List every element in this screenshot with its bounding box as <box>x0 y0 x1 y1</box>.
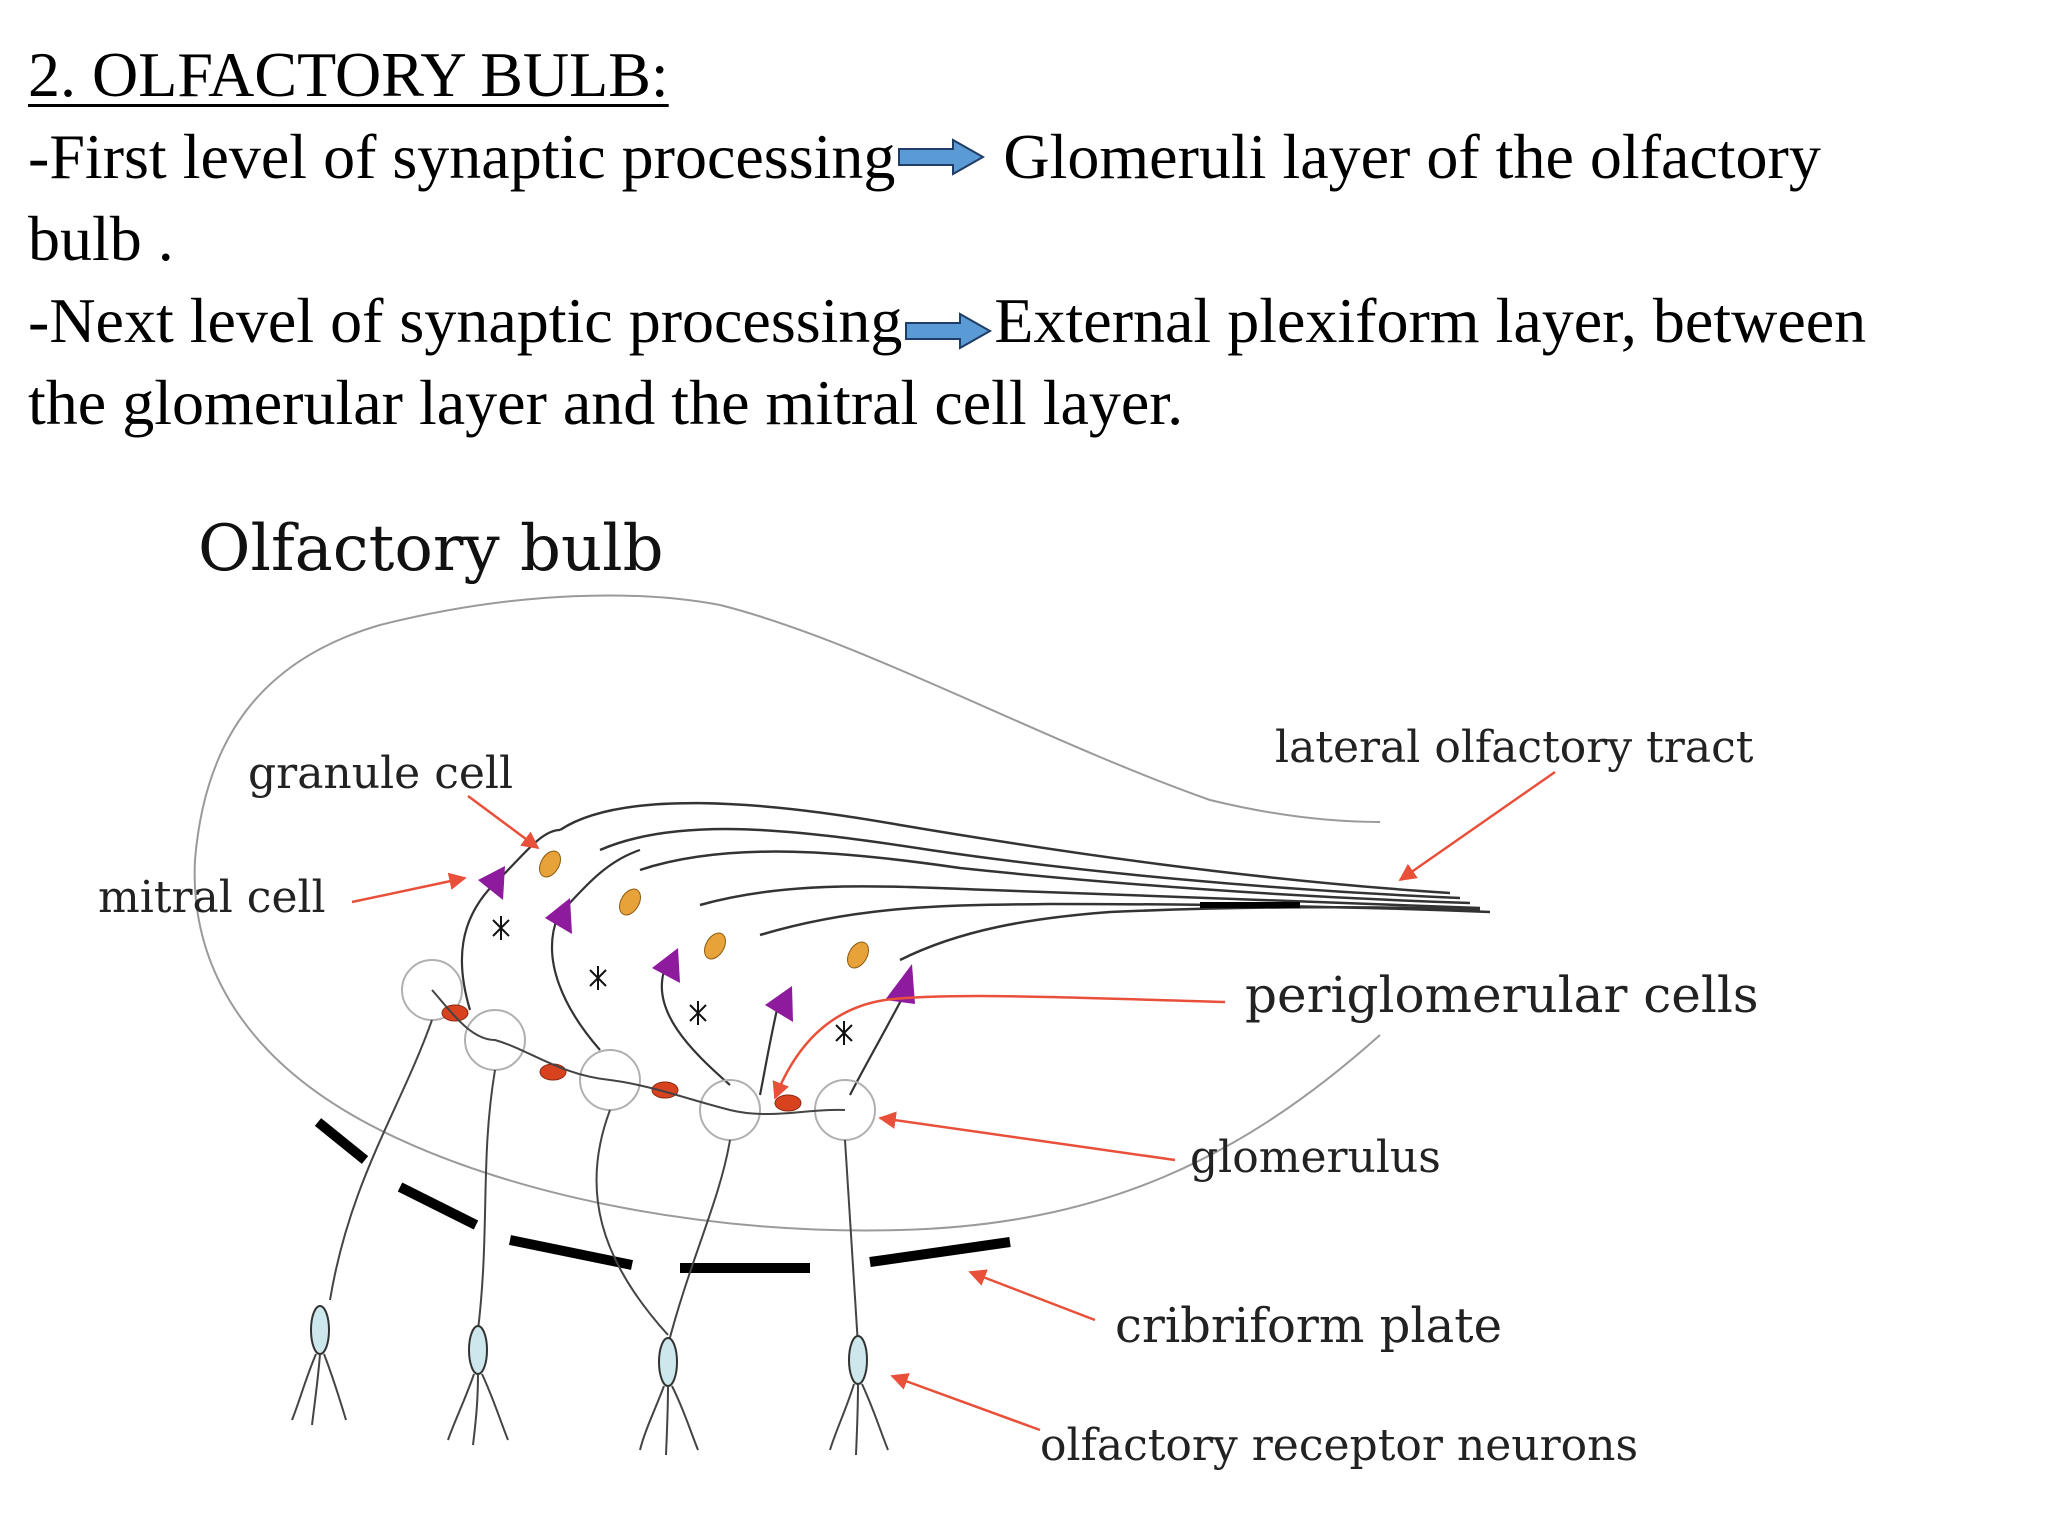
mitral-cell-body <box>545 898 572 934</box>
periglomerular-cells <box>441 1004 802 1112</box>
label-glomerulus: glomerulus <box>1190 1132 1441 1183</box>
glomerulus-circle <box>401 959 463 1021</box>
lateral-tract-arrow <box>1398 770 1556 882</box>
right-arrow-icon <box>905 312 993 351</box>
first-level-text: -First level of synaptic processing <box>28 121 896 192</box>
text-block: 2. OLFACTORY BULB: -First level of synap… <box>28 34 2028 444</box>
line-first-level: -First level of synaptic processing Glom… <box>28 116 2028 198</box>
granule-cell-body <box>539 850 561 878</box>
label-mitral-cell: mitral cell <box>98 872 326 923</box>
line-next-level: -Next level of synaptic processing Extern… <box>28 280 2028 362</box>
mitral-cell-body <box>652 948 680 983</box>
glomerulus-circle <box>579 1049 641 1111</box>
granule-cell-body <box>704 932 726 960</box>
cribriform-arrow <box>968 1269 1096 1322</box>
receptor-neuron-body <box>468 1325 488 1375</box>
right-arrow-icon <box>898 138 986 177</box>
diagram-title: Olfactory bulb <box>198 512 664 586</box>
glomeruli-layer-text: Glomeruli layer of the olfactory <box>987 121 1821 192</box>
receptor-neuron-body <box>658 1337 678 1387</box>
section-heading: 2. OLFACTORY BULB: <box>28 39 669 110</box>
granule-cells <box>539 850 869 969</box>
receptor-neuron-body <box>310 1305 330 1355</box>
line-bulb: bulb . <box>28 203 174 274</box>
glomerulus-circle <box>464 1009 526 1071</box>
mitral-cell-body <box>478 866 505 900</box>
granule-cell-body <box>619 888 641 916</box>
mitral-cell-body <box>885 964 915 1004</box>
cribriform-plate <box>314 1118 1011 1273</box>
label-lateral-olfactory-tract: lateral olfactory tract <box>1275 722 1754 773</box>
glomerulus-circle <box>699 1079 761 1141</box>
line-glomerular-mitral: the glomerular layer and the mitral cell… <box>28 367 1184 438</box>
external-plexiform-text: External plexiform layer, between <box>994 285 1867 356</box>
bulb-outline <box>193 594 1381 1232</box>
granule-cell-arrow <box>467 794 540 850</box>
periglomerular-arrow <box>772 994 1226 1100</box>
periglomerular-cell <box>539 1063 567 1081</box>
receptor-axons <box>329 1019 859 1346</box>
label-periglomerular-cells: periglomerular cells <box>1245 966 1759 1024</box>
mitral-cell-dendrites <box>460 828 906 1096</box>
periglomerular-cell <box>441 1004 469 1022</box>
next-level-text: -Next level of synaptic processing <box>28 285 903 356</box>
glomerulus-arrow <box>878 1111 1176 1162</box>
label-granule-cell: granule cell <box>248 748 513 799</box>
label-olfactory-receptor-neurons: olfactory receptor neurons <box>1040 1420 1638 1471</box>
lateral-olfactory-tract-fibers <box>559 801 1491 962</box>
receptor-neurons <box>310 1305 868 1387</box>
receptor-neuron-body <box>848 1335 868 1385</box>
synapse-marks <box>492 916 853 1045</box>
receptor-arrow <box>890 1373 1041 1432</box>
glomeruli <box>401 959 876 1141</box>
glomerulus-circle <box>814 1079 876 1141</box>
granule-cell-body <box>847 941 869 969</box>
periglomerular-cell <box>651 1081 679 1099</box>
periglomerular-chain <box>431 989 846 1116</box>
mitral-cells <box>478 866 915 1022</box>
periglomerular-cell <box>774 1094 802 1112</box>
label-arrows <box>351 770 1556 1432</box>
receptor-cilia <box>291 1353 889 1456</box>
label-cribriform-plate: cribriform plate <box>1115 1298 1502 1354</box>
mitral-cell-body <box>765 986 793 1022</box>
mitral-cell-arrow <box>351 872 467 904</box>
